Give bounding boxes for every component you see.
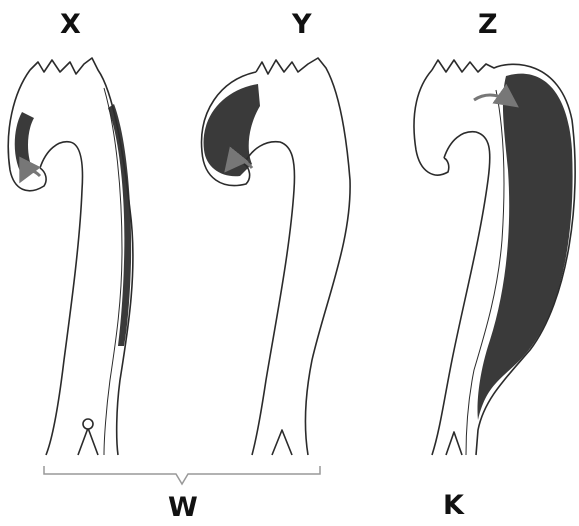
aorta-z-bifurcation bbox=[446, 432, 462, 455]
label-k: K bbox=[443, 490, 465, 521]
label-y: Y bbox=[291, 9, 312, 40]
label-z: Z bbox=[478, 9, 498, 40]
aorta-y bbox=[202, 58, 351, 455]
aorta-x-bifurcation bbox=[78, 428, 98, 455]
aorta-y-inner-wall bbox=[244, 142, 294, 455]
aorta-z-false-lumen bbox=[478, 74, 573, 420]
aorta-x bbox=[8, 58, 133, 455]
aorta-x-bifurcation-ring bbox=[83, 419, 93, 429]
brace-w bbox=[44, 466, 320, 484]
aorta-z bbox=[414, 60, 575, 455]
aorta-y-bifurcation bbox=[272, 430, 292, 455]
aorta-x-inner-wall bbox=[40, 142, 83, 455]
aorta-x-false-lumen-ascending bbox=[15, 112, 34, 178]
label-w: W bbox=[168, 492, 198, 523]
label-x: X bbox=[60, 9, 81, 40]
